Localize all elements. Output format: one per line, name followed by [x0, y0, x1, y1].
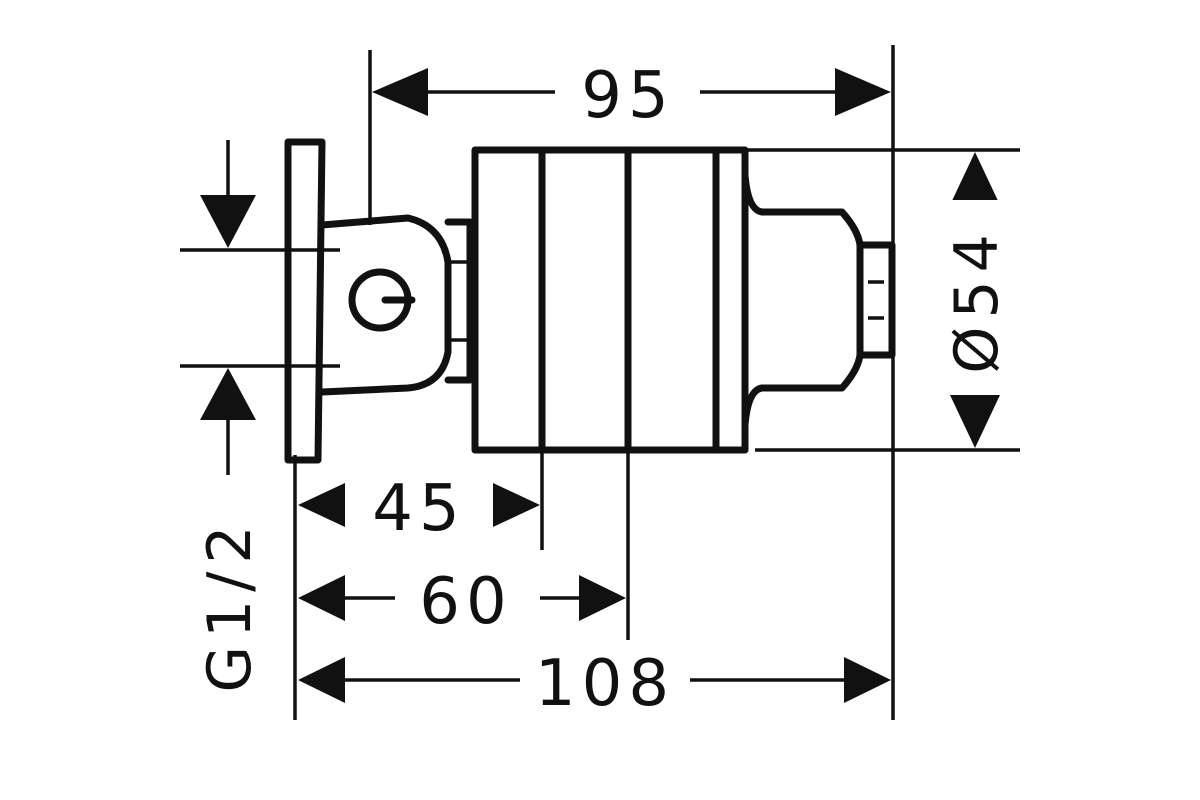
dim-label-95: 95 [581, 59, 674, 133]
dimension-108: 108 [298, 647, 891, 721]
dimension-45: 45 [298, 472, 540, 546]
arrow-down-icon [950, 395, 1000, 448]
dim-label-thread: G1/2 [195, 517, 265, 692]
cartridge-body [471, 146, 749, 454]
arrow-down-icon [200, 195, 256, 248]
dim-label-108: 108 [535, 647, 675, 721]
arrow-right-icon [579, 575, 626, 621]
dimension-thread: G1/2 [195, 140, 265, 693]
dimension-60: 60 [298, 565, 626, 639]
arrow-left-icon [298, 657, 345, 703]
dimension-diameter: Ø54 [942, 152, 1012, 448]
diameter-label-bg [945, 200, 1005, 395]
arrow-left-icon [372, 68, 428, 116]
spindle-end [856, 241, 896, 359]
arrow-left-icon [298, 575, 345, 621]
dim-label-45: 45 [372, 472, 465, 546]
arrow-left-icon [298, 483, 345, 527]
dimension-95: 95 [372, 59, 891, 133]
arrow-up-icon [200, 368, 256, 420]
spindle-adapter [741, 171, 864, 429]
dim-label-60: 60 [419, 565, 512, 639]
arrow-right-icon [835, 68, 891, 116]
connection-housing [318, 214, 452, 396]
extension-lines [180, 45, 1020, 720]
dim-label-diameter: Ø54 [942, 226, 1012, 374]
arrow-right-icon [493, 483, 540, 527]
wall-flange [284, 138, 326, 464]
arrow-up-icon [950, 152, 1000, 205]
arrow-right-icon [844, 657, 891, 703]
valve-body [284, 138, 896, 464]
hex-nut [444, 218, 474, 384]
